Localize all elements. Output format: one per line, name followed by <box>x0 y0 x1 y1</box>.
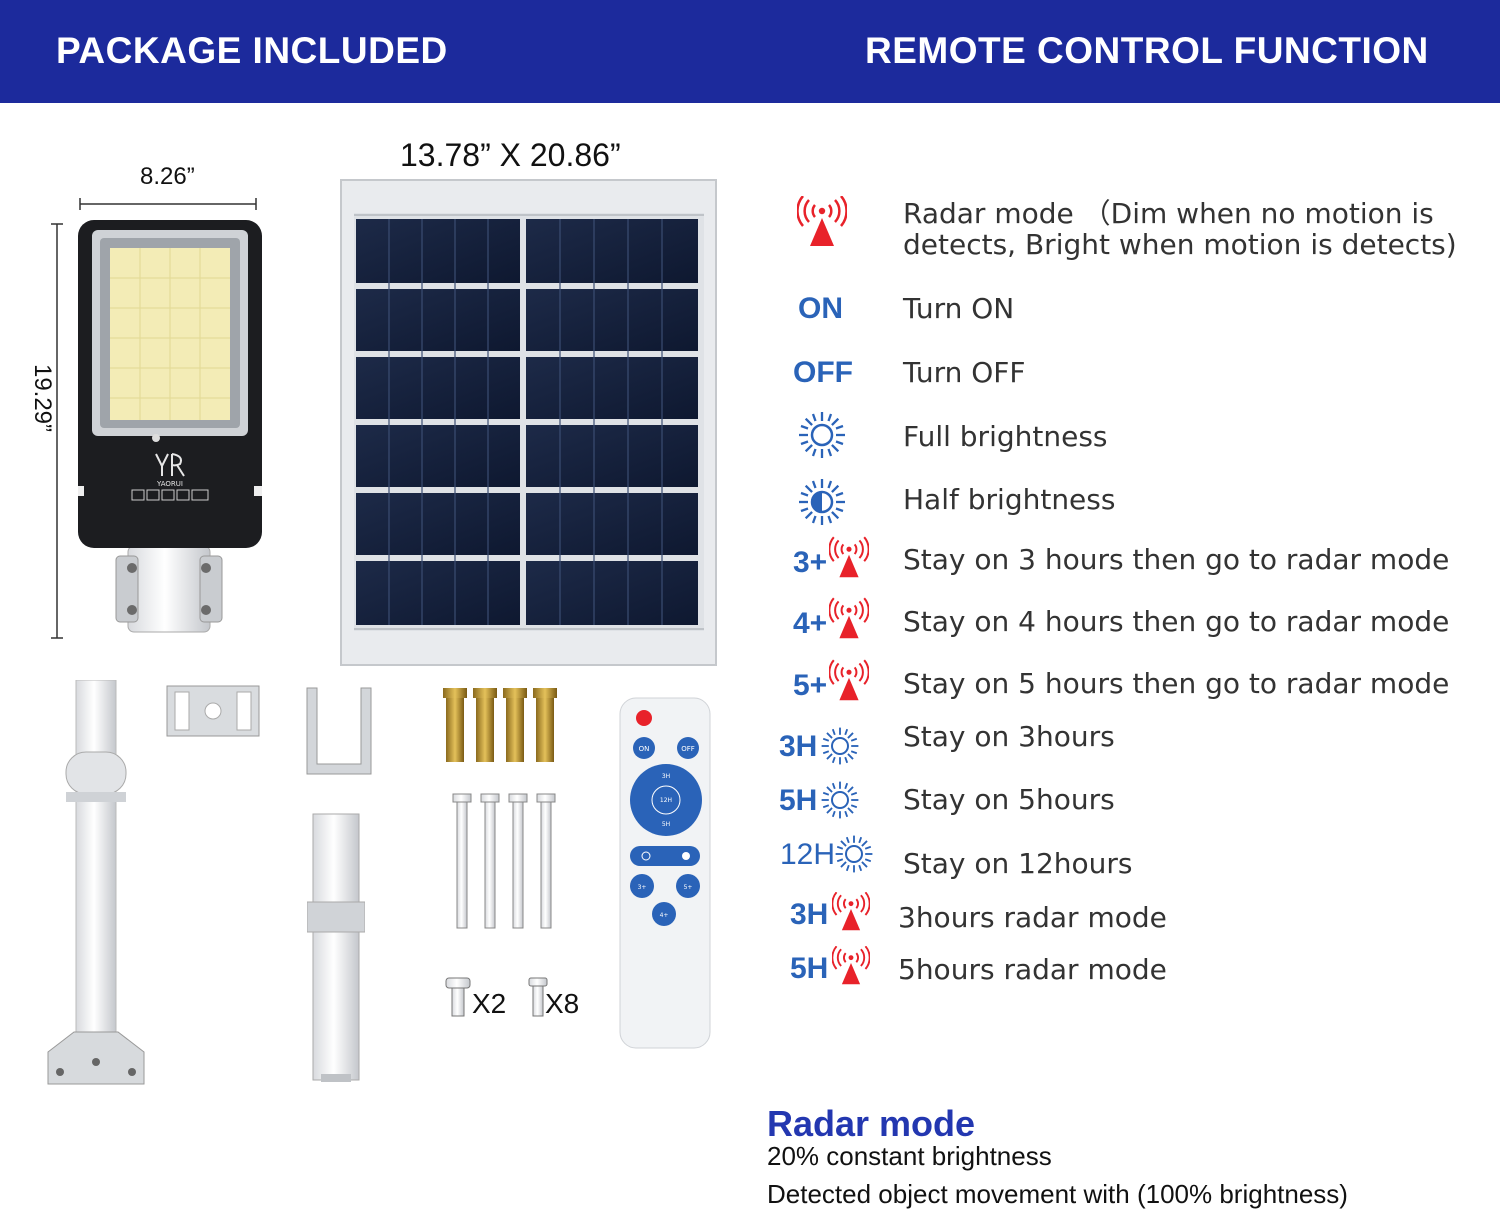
lamp-height-label: 19.29” <box>29 363 56 433</box>
svg-text:3H: 3H <box>662 773 670 780</box>
mode-label-3h-sun: Stay on 3hours <box>903 720 1115 753</box>
large-screw-qty: X8 <box>545 988 580 1019</box>
small-screw-icon <box>445 977 471 1017</box>
mode-label-radar-line1: Radar mode （Dim when no motion is <box>903 197 1434 230</box>
mode-label-3h-radar: 3hours radar mode <box>898 901 1167 934</box>
mode-label-4plus: Stay on 4 hours then go to radar mode <box>903 605 1450 638</box>
mode-code-4plus: 4+ <box>793 607 828 640</box>
sun-icon <box>834 834 874 874</box>
remote-on-button <box>633 737 655 759</box>
mode-code-12h-sun: 12H <box>780 838 836 871</box>
mode-label-5h-sun: Stay on 5hours <box>903 783 1115 816</box>
lamp-width-line <box>79 198 257 210</box>
remote-control-function-title: REMOTE CONTROL FUNCTION <box>865 30 1429 71</box>
bracket-plate-image <box>166 685 260 737</box>
radar-icon <box>832 946 870 986</box>
remote-dial <box>630 764 702 836</box>
mode-label-radar-line2: detects, Bright when motion is detects) <box>903 228 1457 261</box>
pole-image <box>47 680 145 1085</box>
mode-label-on: Turn ON <box>903 292 1015 325</box>
solar-panel-image <box>340 179 717 666</box>
mode-code-3h-radar: 3H <box>790 898 829 931</box>
u-bracket-image <box>306 687 372 775</box>
mode-code-on: ON <box>798 292 843 325</box>
half-sun-icon <box>797 477 847 527</box>
radar-mode-note-line2: Detected object movement with (100% brig… <box>767 1179 1348 1209</box>
sun-icon <box>797 410 847 460</box>
lamp-height-line <box>51 223 63 639</box>
radar-icon <box>832 892 870 932</box>
radar-icon <box>797 196 847 248</box>
mode-code-5plus: 5+ <box>793 669 828 702</box>
mode-label-off: Turn OFF <box>903 356 1026 389</box>
street-lamp-image: YAORUI <box>78 220 262 633</box>
svg-text:4+: 4+ <box>660 912 669 919</box>
long-screws-image <box>452 793 556 929</box>
sun-icon <box>820 726 860 766</box>
mode-code-3h-sun: 3H <box>779 730 818 763</box>
mode-code-5h-sun: 5H <box>779 784 818 817</box>
mode-label-half-brightness: Half brightness <box>903 483 1116 516</box>
remote-off-button <box>677 737 699 759</box>
radar-icon <box>829 659 869 703</box>
panel-size-label: 13.78” X 20.86” <box>400 137 621 173</box>
svg-text:3+: 3+ <box>638 884 647 891</box>
mode-label-5h-radar: 5hours radar mode <box>898 953 1167 986</box>
mode-code-5h-radar: 5H <box>790 952 829 985</box>
radar-icon <box>829 536 869 580</box>
large-screw-icon <box>528 977 548 1017</box>
radar-mode-note-line1: 20% constant brightness <box>767 1141 1052 1171</box>
svg-text:5H: 5H <box>662 821 670 828</box>
svg-text:YAORUI: YAORUI <box>156 480 183 488</box>
svg-text:OFF: OFF <box>681 745 695 753</box>
radar-mode-note-title: Radar mode <box>767 1103 976 1144</box>
mode-label-5plus: Stay on 5 hours then go to radar mode <box>903 667 1450 700</box>
radar-icon <box>829 597 869 641</box>
header-bar <box>0 0 1500 103</box>
lamp-width-label: 8.26” <box>140 163 195 190</box>
svg-text:ON: ON <box>639 745 650 753</box>
mode-label-3plus: Stay on 3 hours then go to radar mode <box>903 543 1450 576</box>
package-included-title: PACKAGE INCLUDED <box>56 30 448 71</box>
long-bracket-image <box>307 813 365 1082</box>
mode-code-3plus: 3+ <box>793 546 828 579</box>
expansion-bolts-image <box>443 688 557 762</box>
svg-text:12H: 12H <box>660 797 672 804</box>
mode-label-full-brightness: Full brightness <box>903 420 1108 453</box>
sun-icon <box>820 780 860 820</box>
mode-code-off: OFF <box>793 356 853 389</box>
svg-text:5+: 5+ <box>684 884 693 891</box>
remote-control-image: ON OFF 3H 12H 5H 3+ 5+ 4+ <box>619 697 711 1049</box>
mode-label-12h-sun: Stay on 12hours <box>903 847 1133 880</box>
small-screw-qty: X2 <box>472 988 507 1019</box>
